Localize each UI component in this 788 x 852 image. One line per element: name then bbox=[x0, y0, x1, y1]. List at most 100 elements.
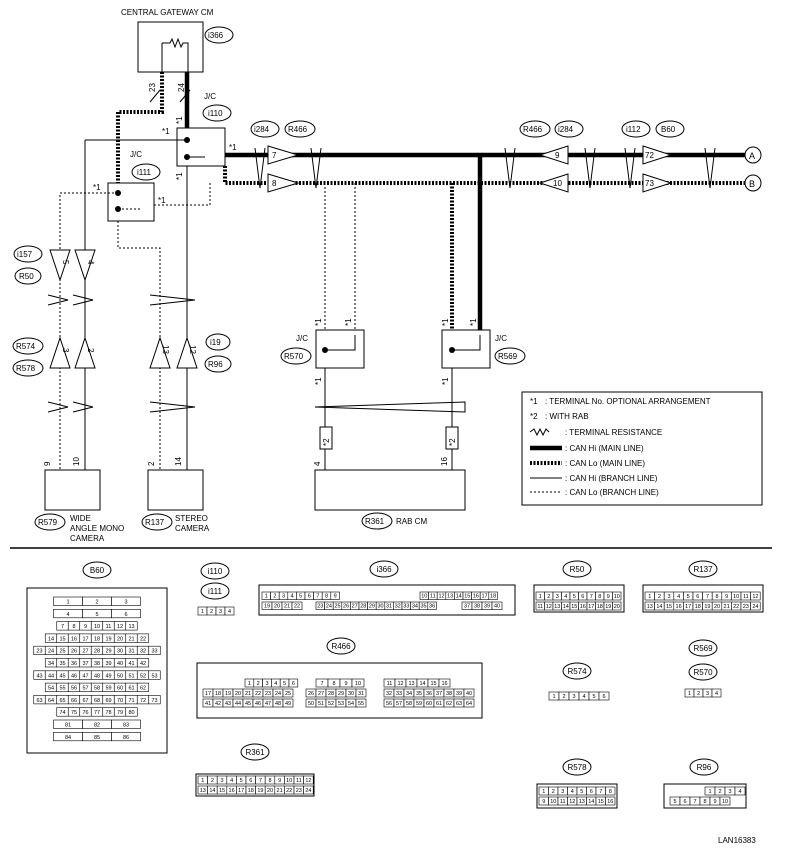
pin-cell: 2 bbox=[718, 789, 721, 795]
pin-cell: 45 bbox=[245, 701, 251, 707]
pin-cell: 65 bbox=[59, 698, 65, 704]
pin-cell: 70 bbox=[117, 698, 123, 704]
pin-cell: 9 bbox=[84, 624, 87, 630]
pin-cell: 21 bbox=[284, 604, 290, 610]
pin-cell: 6 bbox=[581, 594, 584, 600]
pin-cell: 10 bbox=[421, 594, 427, 600]
pin-cell: 24 bbox=[305, 788, 311, 794]
pin-cell: 4 bbox=[738, 789, 741, 795]
pin-cell: 36 bbox=[71, 661, 77, 667]
pin-cell: 48 bbox=[94, 673, 100, 679]
pin-cell: 9 bbox=[607, 594, 610, 600]
pin-cell: 59 bbox=[105, 686, 111, 692]
svg-text:R466: R466 bbox=[288, 125, 308, 134]
svg-text:*1: *1 bbox=[175, 116, 184, 124]
svg-text:16: 16 bbox=[440, 457, 449, 466]
pin-cell: 7 bbox=[320, 681, 323, 687]
stereo-camera-label: STEREO bbox=[175, 514, 208, 523]
pin-cell: 23 bbox=[36, 649, 42, 655]
pin-cell: 14 bbox=[209, 788, 215, 794]
pin-cell: 12 bbox=[397, 681, 403, 687]
R570-badge: R570 bbox=[280, 347, 312, 365]
pin-cell: 82 bbox=[94, 723, 100, 729]
pin-cell: 11 bbox=[560, 799, 566, 805]
pin-cell: 78 bbox=[105, 710, 111, 716]
svg-text:B: B bbox=[749, 179, 755, 189]
pin-cell: 33 bbox=[396, 691, 402, 697]
pin-cell: 56 bbox=[71, 686, 77, 692]
i19-badge: i19 bbox=[205, 333, 231, 351]
pin-cell: 36 bbox=[426, 691, 432, 697]
pin-cell: 13 bbox=[128, 624, 134, 630]
connector-badge: B60 bbox=[90, 566, 105, 575]
pin-cell: 19 bbox=[257, 788, 263, 794]
svg-text:R361: R361 bbox=[365, 517, 385, 526]
stereo-camera-box bbox=[147, 469, 204, 511]
pin-cell: 35 bbox=[416, 691, 422, 697]
pin-cell: 17 bbox=[205, 691, 211, 697]
pin-cell: 43 bbox=[36, 673, 42, 679]
pin-cell: 30 bbox=[377, 604, 383, 610]
pin-cell: 32 bbox=[140, 649, 146, 655]
pin-cell: 3 bbox=[706, 691, 709, 697]
svg-text:R574: R574 bbox=[16, 342, 36, 351]
pin-cell: 12 bbox=[117, 624, 123, 630]
pin-cell: 29 bbox=[338, 691, 344, 697]
pin-cell: 20 bbox=[117, 636, 123, 642]
pin-cell: 11 bbox=[387, 681, 393, 687]
pin-cell: 44 bbox=[235, 701, 241, 707]
pin-cell: 29 bbox=[105, 649, 111, 655]
pin-cell: 69 bbox=[105, 698, 111, 704]
pin-cell: 22 bbox=[255, 691, 261, 697]
pin-cell: 15 bbox=[430, 681, 436, 687]
pin-cell: 12 bbox=[438, 594, 444, 600]
svg-text:9: 9 bbox=[43, 461, 52, 466]
rab-cm-box bbox=[314, 469, 466, 511]
svg-text:R466: R466 bbox=[523, 125, 543, 134]
pin-cell: 24 bbox=[326, 604, 332, 610]
pin-cell: 7 bbox=[259, 778, 262, 784]
pin-cell: 50 bbox=[117, 673, 123, 679]
pin-cell: 24 bbox=[275, 691, 281, 697]
svg-text:CAMERA: CAMERA bbox=[70, 534, 105, 543]
pin-cell: 2 bbox=[562, 694, 565, 700]
pin-cell: 75 bbox=[71, 710, 77, 716]
pin-cell: 8 bbox=[715, 594, 718, 600]
svg-text:*1: *1 bbox=[175, 172, 184, 180]
pin-cell: 31 bbox=[358, 691, 364, 697]
pin-cell: 26 bbox=[308, 691, 314, 697]
svg-text:B60: B60 bbox=[661, 125, 676, 134]
pin-cell: 5 bbox=[283, 681, 286, 687]
svg-text:4: 4 bbox=[86, 260, 95, 265]
pin-cell: 14 bbox=[456, 594, 462, 600]
pin-cell: 42 bbox=[215, 701, 221, 707]
pin-cell: 2 bbox=[697, 691, 700, 697]
connector-badge: R96 bbox=[697, 763, 712, 772]
svg-text:R96: R96 bbox=[208, 360, 223, 369]
pin-cell: 11 bbox=[296, 778, 302, 784]
pin-cell: 22 bbox=[733, 604, 739, 610]
pin-cell: 24 bbox=[752, 604, 758, 610]
pin-cell: 10 bbox=[355, 681, 361, 687]
pin-cell: 19 bbox=[264, 604, 270, 610]
pin-cell: 11 bbox=[537, 604, 543, 610]
svg-text:*1: *1 bbox=[229, 143, 237, 152]
pin-cell: 57 bbox=[82, 686, 88, 692]
connector-badge: i111 bbox=[208, 587, 222, 596]
pin-cell: 77 bbox=[94, 710, 100, 716]
pin-cell: 46 bbox=[255, 701, 261, 707]
pin-cell: 3 bbox=[282, 594, 285, 600]
svg-text:*1: *1 bbox=[93, 183, 101, 192]
pin-cell: 16 bbox=[71, 636, 77, 642]
svg-text:*1: *1 bbox=[441, 377, 450, 385]
R137-badge: R137 bbox=[141, 513, 173, 531]
pin-cell: 11 bbox=[106, 624, 112, 630]
R50-badge: R50 bbox=[14, 267, 42, 285]
svg-text:8: 8 bbox=[272, 179, 277, 188]
connector-badge: R361 bbox=[245, 748, 265, 757]
pin-cell: 38 bbox=[94, 661, 100, 667]
pin-cell: 3 bbox=[728, 789, 731, 795]
pin-cell: 32 bbox=[386, 691, 392, 697]
pin-cell: 5 bbox=[95, 612, 98, 618]
